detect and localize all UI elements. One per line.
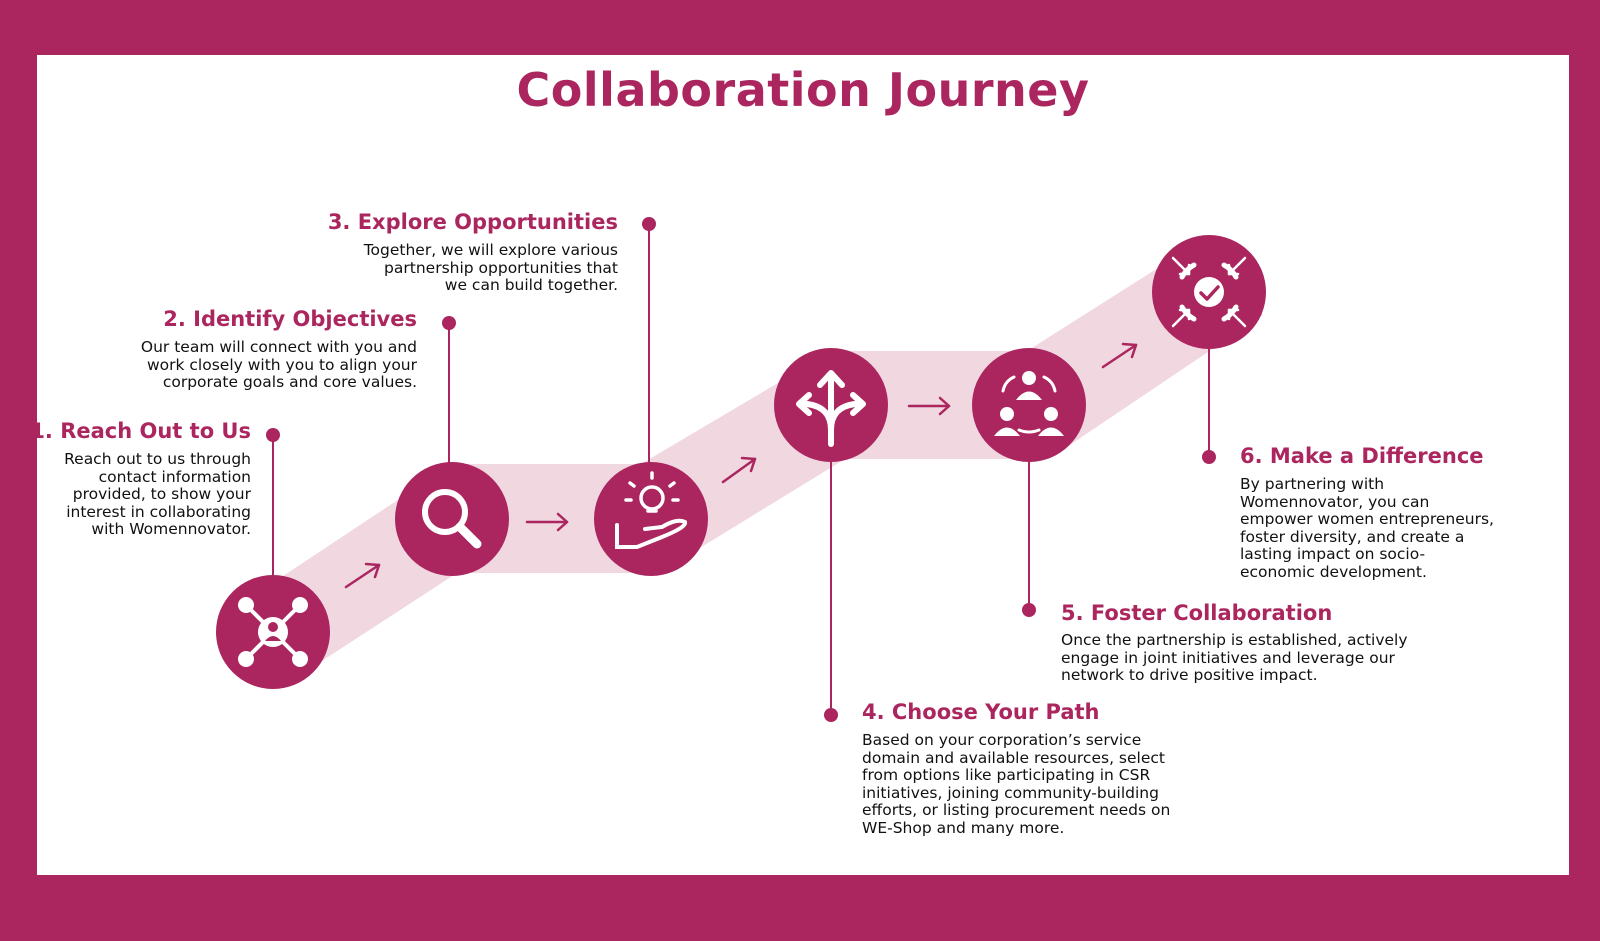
step-2-desc-line: Our team will connect with you and xyxy=(140,338,417,356)
step-5-desc-line: network to drive positive impact. xyxy=(1061,666,1318,684)
arrow-4-to-5-icon xyxy=(907,396,951,416)
step-2-title: 2. Identify Objectives xyxy=(163,307,417,331)
connector-dot-5 xyxy=(1022,603,1036,617)
step-1-desc-line: interest in collaborating xyxy=(66,502,251,521)
step-1-desc-line: contact information xyxy=(98,467,251,486)
step-6-desc-line: economic development. xyxy=(1240,562,1427,581)
step-circle-2 xyxy=(395,462,509,576)
step-6-desc-line: lasting impact on socio- xyxy=(1240,545,1426,563)
lightbulb-hand-icon xyxy=(615,471,688,549)
step-3-description: Together, we will explore various partne… xyxy=(363,241,618,295)
step-2-desc-line: corporate goals and core values. xyxy=(162,373,417,391)
arrow-2-to-3-icon xyxy=(525,512,569,532)
step-circle-5 xyxy=(972,348,1086,462)
step-4-desc-line: domain and available resources, select xyxy=(862,748,1165,767)
step-4-desc-line: WE-Shop and many more. xyxy=(862,818,1065,837)
step-6-title: 6. Make a Difference xyxy=(1240,444,1484,468)
step-3-desc-line: partnership opportunities that xyxy=(384,258,618,277)
step-6-desc-line: By partnering with xyxy=(1240,475,1385,493)
step-4-desc-line: efforts, or listing procurement needs on xyxy=(862,801,1171,819)
journey-band xyxy=(262,237,1263,685)
step-6-desc-line: empower women entrepreneurs, xyxy=(1240,510,1494,528)
step-6-desc-line: foster diversity, and create a xyxy=(1240,527,1465,546)
step-4-desc-line: initiatives, joining community-building xyxy=(862,783,1159,802)
step-2-description: Our team will connect with you and work … xyxy=(140,338,417,392)
arrow-1-to-2-icon xyxy=(344,562,381,589)
step-3-title: 3. Explore Opportunities xyxy=(327,210,618,234)
network-person-icon xyxy=(238,597,308,667)
arrow-5-to-6-icon xyxy=(1101,342,1138,369)
step-3-desc-line: we can build together. xyxy=(444,276,618,294)
target-check-icon xyxy=(1171,256,1247,328)
magnifier-icon xyxy=(422,489,482,549)
step-4-desc-line: from options like participating in CSR xyxy=(862,766,1151,784)
team-cycle-icon xyxy=(994,371,1064,436)
step-4-title: 4. Choose Your Path xyxy=(862,700,1100,724)
step-1-description: Reach out to us through contact informat… xyxy=(64,450,251,539)
step-2-desc-line: work closely with you to align your xyxy=(146,355,417,374)
connector-dot-1 xyxy=(266,428,280,442)
step-1-desc-line: Reach out to us through xyxy=(64,450,251,468)
step-5-description: Once the partnership is established, act… xyxy=(1061,631,1408,685)
connector-dot-3 xyxy=(642,217,656,231)
step-1-desc-line: with Womennovator. xyxy=(91,520,251,538)
split-arrows-icon xyxy=(796,370,866,447)
step-4-description: Based on your corporation’s service doma… xyxy=(862,731,1171,837)
connector-dot-2 xyxy=(442,316,456,330)
step-4-desc-line: Based on your corporation’s service xyxy=(862,731,1142,749)
connector-dot-4 xyxy=(824,708,838,722)
arrow-3-to-4-icon xyxy=(721,456,757,484)
step-5-desc-line: Once the partnership is established, act… xyxy=(1061,631,1408,649)
step-6-desc-line: Womennovator, you can xyxy=(1240,492,1430,511)
journey-canvas: Collaboration Journey xyxy=(37,55,1569,875)
step-6-description: By partnering with Womennovator, you can… xyxy=(1240,475,1494,581)
connector-dot-6 xyxy=(1202,450,1216,464)
step-5-desc-line: engage in joint initiatives and leverage… xyxy=(1061,648,1395,667)
journey-diagram xyxy=(216,217,1266,722)
step-1-title: 1. Reach Out to Us xyxy=(37,419,251,443)
page-title: Collaboration Journey xyxy=(516,63,1090,117)
step-1-desc-line: provided, to show your xyxy=(72,485,251,503)
step-3-desc-line: Together, we will explore various xyxy=(363,241,618,259)
step-5-title: 5. Foster Collaboration xyxy=(1061,601,1333,625)
